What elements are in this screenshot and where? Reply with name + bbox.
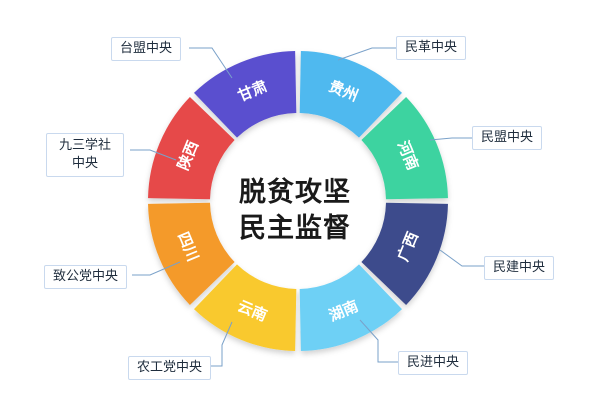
party-label-nonggong: 农工党中央 [128, 356, 212, 380]
segment-yunnan [193, 264, 297, 351]
connector-guizhou [337, 47, 396, 61]
party-label-zhigong: 致公党中央 [44, 265, 128, 289]
party-label-minmeng: 民盟中央 [472, 126, 543, 150]
connector-henan [429, 137, 472, 141]
segment-guizhou [299, 51, 403, 138]
segment-guangxi [361, 202, 448, 306]
segment-henan [361, 96, 448, 200]
party-label-minge: 民革中央 [396, 36, 467, 60]
segment-shaanxi [148, 96, 235, 200]
party-label-jiusan-line2: 中央 [71, 156, 98, 171]
connector-lines [130, 47, 484, 367]
connector-sichuan [132, 261, 181, 276]
ring-segments [148, 51, 448, 351]
connector-guangxi [439, 249, 484, 267]
party-label-jiusan: 九三学社 中央 [46, 133, 124, 177]
segment-gansu [193, 51, 297, 138]
connector-shaanxi [130, 149, 177, 161]
party-label-minjin: 民进中央 [398, 351, 469, 375]
center-title-line2: 民主监督 [239, 213, 351, 244]
connector-gansu [189, 47, 233, 79]
segment-sichuan [148, 202, 235, 306]
connector-hunan [359, 319, 398, 363]
segment-hunan [299, 264, 403, 351]
party-label-jiusan-line1: 九三学社 [58, 138, 111, 153]
party-label-minjian: 民建中央 [484, 256, 555, 280]
party-label-taimeng: 台盟中央 [111, 37, 182, 61]
center-title-line1: 脱贫攻坚 [239, 177, 351, 208]
connector-yunnan [206, 321, 233, 367]
